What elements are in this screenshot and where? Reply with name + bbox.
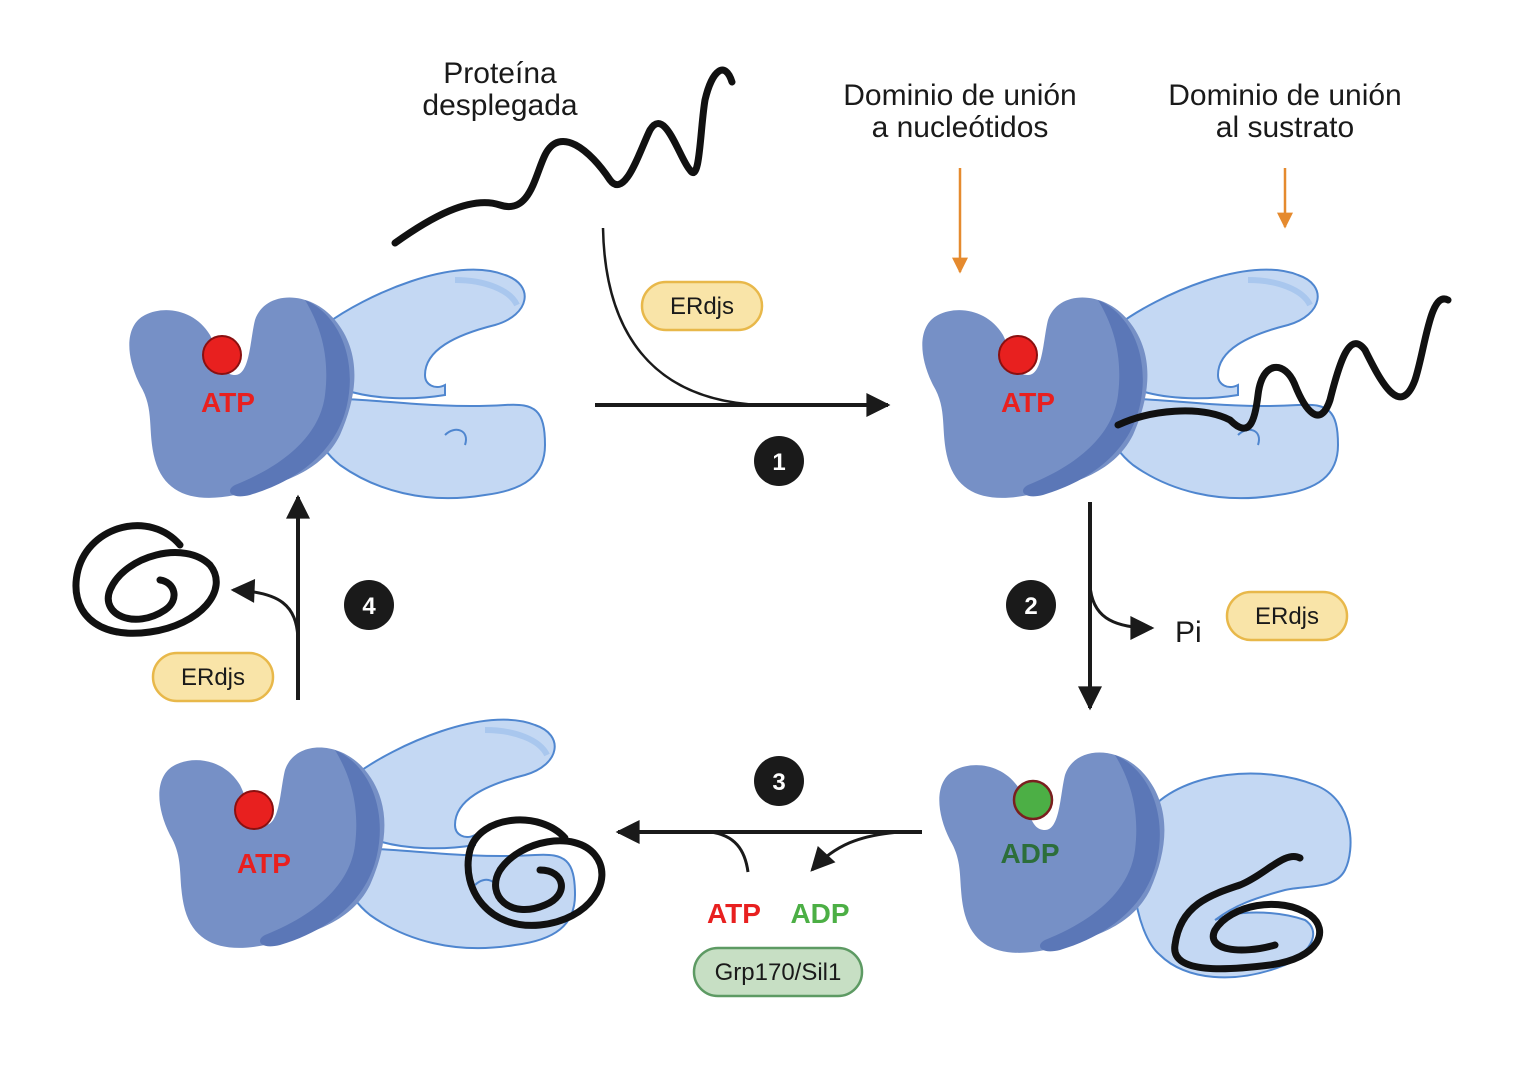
svg-text:3: 3 — [772, 769, 785, 796]
released-folded-protein — [72, 522, 220, 637]
atp-label: ATP — [237, 848, 291, 879]
step1-unfolded-entry — [601, 227, 761, 407]
grp170-sil1-pill: Grp170/Sil1 — [692, 946, 864, 998]
substrate-binding-domain-label: Dominio de unión al sustrato — [1168, 79, 1401, 144]
erdjs-pill-step2: ERdjs — [1225, 590, 1349, 642]
svg-text:Grp170/Sil1: Grp170/Sil1 — [715, 959, 842, 986]
svg-text:ERdjs: ERdjs — [670, 293, 734, 320]
svg-text:al sustrato: al sustrato — [1216, 111, 1354, 144]
bound-unfolded-chain — [1114, 295, 1452, 432]
step3-atp-entry — [709, 830, 750, 873]
svg-text:desplegada: desplegada — [422, 89, 577, 122]
step-badge-4: 4 — [344, 580, 394, 630]
erdjs-pill-step4: ERdjs — [151, 651, 275, 703]
step3-atp-label: ATP — [707, 898, 761, 929]
svg-text:Proteína: Proteína — [443, 57, 557, 90]
atp-label: ATP — [201, 387, 255, 418]
atp-label: ATP — [1001, 387, 1055, 418]
svg-text:4: 4 — [362, 593, 376, 620]
folded-substrate-chain — [464, 816, 606, 929]
step4-release-branch — [230, 578, 300, 641]
svg-text:Dominio de unión: Dominio de unión — [843, 79, 1076, 112]
step-badge-1: 1 — [754, 436, 804, 486]
adp-dot — [1012, 779, 1054, 821]
atp-dot — [202, 335, 242, 375]
chaperone-atp-release — [159, 720, 575, 949]
erdjs-pill-step1: ERdjs — [640, 280, 764, 332]
svg-text:a nucleótidos: a nucleótidos — [872, 111, 1049, 144]
step-badge-2: 2 — [1006, 580, 1056, 630]
atp-dot — [998, 335, 1038, 375]
chaperone-atp-open — [129, 270, 545, 499]
svg-text:2: 2 — [1024, 593, 1037, 620]
step3-adp-label: ADP — [790, 898, 849, 929]
svg-text:ERdjs: ERdjs — [1255, 603, 1319, 630]
chaperone-adp-closed — [939, 752, 1352, 979]
chaperone-atp-substrate-bound — [922, 270, 1338, 499]
nucleotide-binding-domain-label: Dominio de unión a nucleótidos — [843, 79, 1076, 144]
pi-label: Pi — [1175, 616, 1202, 649]
step-badge-3: 3 — [754, 756, 804, 806]
svg-text:Dominio de unión: Dominio de unión — [1168, 79, 1401, 112]
svg-text:1: 1 — [772, 449, 785, 476]
step2-pi-release — [1088, 584, 1155, 640]
captured-substrate-chain — [1171, 853, 1323, 973]
unfolded-protein-label: Proteína desplegada — [422, 57, 577, 122]
unfolded-protein-chain — [391, 66, 736, 247]
atp-dot — [234, 790, 274, 830]
adp-label: ADP — [1000, 838, 1059, 869]
step3-adp-release — [810, 830, 901, 872]
svg-text:ERdjs: ERdjs — [181, 664, 245, 691]
